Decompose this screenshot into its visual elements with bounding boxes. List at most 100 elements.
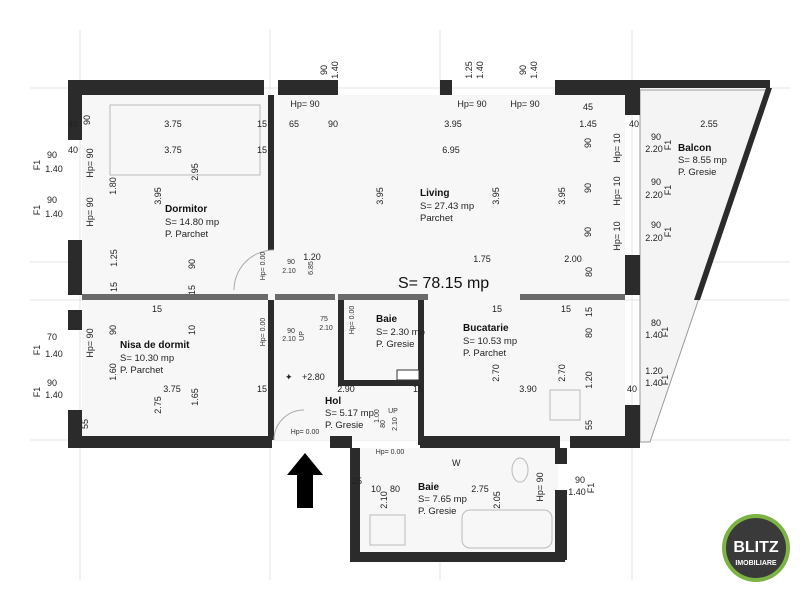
room-floor: Parchet (420, 213, 453, 224)
dim-label: 15 (413, 384, 423, 394)
door-dim: 1.20 (303, 252, 321, 262)
room-floor: P. Gresie (418, 506, 456, 517)
door-width: 90 (287, 259, 295, 266)
height-label: Hp= 90 (510, 99, 539, 109)
room-area: S= 10.53 mp (463, 336, 517, 347)
bed-dormitor (109, 104, 261, 176)
dim-label: 10 (187, 325, 197, 335)
door-width: 90 (287, 328, 295, 335)
dim-label: Hp= 90 (85, 148, 95, 177)
window-dim-label: 90 (575, 475, 585, 485)
dim-label: 1.60 (108, 363, 118, 381)
room-name: Hol (325, 396, 341, 407)
room-floor: P. Gresie (325, 420, 363, 431)
dim-label: 2.75 (471, 484, 489, 494)
dim-label: 2.95 (190, 163, 200, 181)
window-dim-label: F1 (660, 327, 670, 338)
dim-label: 3.75 (164, 145, 182, 155)
dim-label: 90 (108, 325, 118, 335)
dim-label: 80 (584, 267, 594, 277)
window-dim-label: 90 (651, 177, 661, 187)
window-dim-label: F1 (32, 205, 42, 216)
level-mark: +2.80 (302, 372, 325, 382)
room-living: Living S= 27.43 mp Parchet (420, 188, 474, 224)
dim-label: 2.05 (492, 491, 502, 509)
dim-label: 2.90 (337, 384, 355, 394)
walls (68, 80, 772, 562)
window-dim-label: F1 (663, 140, 673, 151)
window-dim-label: 1.40 (645, 330, 663, 340)
level-icon: ✦ (285, 372, 293, 382)
dim-label: 15 (187, 285, 197, 295)
room-name: Nisa de dormit (120, 340, 190, 351)
dim-label: 90 (187, 259, 197, 269)
dim-label: 55 (584, 420, 594, 430)
room-balcon: Balcon S= 8.55 mp P. Gresie (678, 143, 727, 178)
stove (549, 389, 581, 421)
window-dim-label: 1.40 (330, 61, 340, 79)
room-name: Balcon (678, 143, 711, 154)
dim-label: 6.95 (442, 145, 460, 155)
dim-label: Hp= 90 (535, 472, 545, 501)
dim-label: 10 (371, 484, 381, 494)
room-bucatarie: Bucatarie S= 10.53 mp P. Parchet (463, 323, 517, 359)
up-label: UP (388, 408, 398, 415)
dim-label: 90 (328, 119, 338, 129)
dim-label: 15 (257, 119, 267, 129)
dim-label: 15 (584, 307, 594, 317)
door-dim: 75 (320, 316, 328, 323)
dim-label: Hp= 90 (85, 328, 95, 357)
dim-label: 1.25 (109, 249, 119, 267)
dim-label: Hp= 10 (612, 176, 622, 205)
room-hol: Hol S= 5.17 mp P. Gresie (325, 396, 374, 431)
dim-label: 1.65 (190, 388, 200, 406)
dim-label: 40 (627, 384, 637, 394)
window-dim-label: F1 (660, 375, 670, 386)
window-dim-label: 1.20 (645, 366, 663, 376)
dim-label: 2.75 (153, 396, 163, 414)
window-dim-label: 90 (47, 195, 57, 205)
room-floor: P. Gresie (678, 167, 716, 178)
height-labels: Hp= 90 Hp= 90 Hp= 90 Hp= 0.00 Hp= 0.00 (290, 99, 539, 456)
logo-sub: IMOBILIARE (735, 560, 777, 567)
dim-label: 90 (583, 183, 593, 193)
dim-label: 90 (82, 115, 92, 125)
toilet (511, 457, 529, 483)
dim-label: Hp= 0.00 (349, 306, 356, 335)
window-dim-label: 1.25 (464, 61, 474, 79)
room-name: Bucatarie (463, 323, 509, 334)
door-dim: 6.85 (308, 261, 315, 275)
blitz-logo: BLITZ IMOBILIARE (722, 514, 790, 582)
dim-label: 2.00 (564, 254, 582, 264)
room-area: S= 5.17 mp (325, 408, 374, 419)
room-area: S= 27.43 mp (420, 201, 474, 212)
window-dim-label: 1.40 (45, 209, 63, 219)
room-area: S= 2.30 mp (376, 327, 425, 338)
fixtures (109, 104, 581, 549)
dim-label: 25 (352, 476, 362, 486)
room-dormitor: Dormitor S= 14.80 mp P. Parchet (165, 204, 219, 240)
window-dim-label: 1.40 (529, 61, 539, 79)
room-name: Living (420, 188, 449, 199)
dimensions-horizontal: 3.75 3.75 15 15 65 90 3.95 6.95 1.45 1.7… (68, 102, 718, 494)
window-dim-label: F1 (586, 483, 596, 494)
window-dim-label: 90 (651, 220, 661, 230)
bathtub (461, 509, 553, 549)
logo-brand: BLITZ (733, 539, 779, 556)
door-width: 80 (380, 420, 387, 428)
dim-label: 3.75 (163, 384, 181, 394)
window-dim-label: 1.40 (45, 349, 63, 359)
window-dim-label: 90 (47, 378, 57, 388)
